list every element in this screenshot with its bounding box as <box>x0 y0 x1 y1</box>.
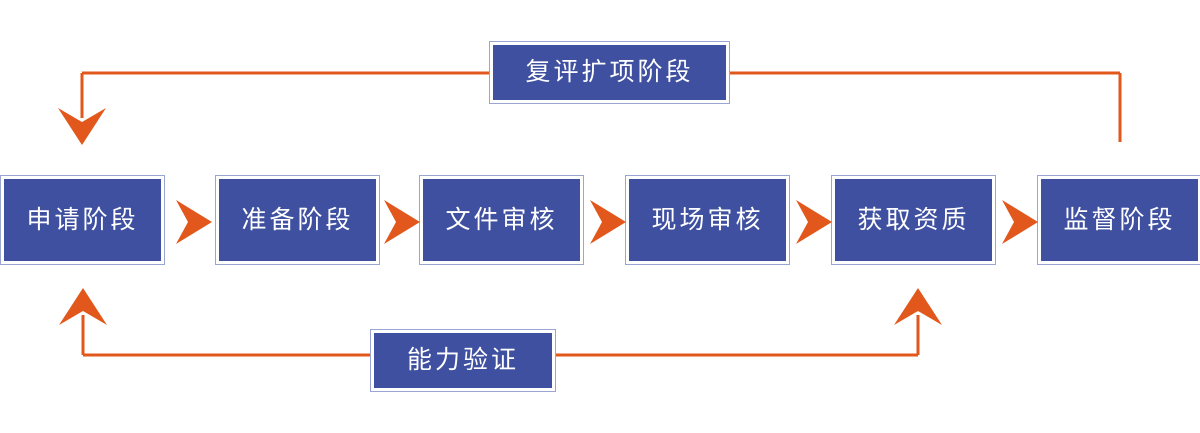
flow-step-2[interactable]: 准备阶段 <box>215 175 380 265</box>
flow-step-5-label: 获取资质 <box>857 205 970 234</box>
bottom-loop-label: 能力验证 <box>406 346 519 374</box>
flow-step-6[interactable]: 监督阶段 <box>1037 175 1200 265</box>
chevron-right-icon-2 <box>384 200 420 244</box>
arrow-down-icon <box>58 108 106 145</box>
bottom-loop-node[interactable]: 能力验证 <box>370 329 556 392</box>
flow-step-5[interactable]: 获取资质 <box>831 175 996 265</box>
flow-step-4[interactable]: 现场审核 <box>625 175 790 265</box>
flow-step-3-label: 文件审核 <box>445 205 558 234</box>
chevron-right-icon-5 <box>1002 200 1038 244</box>
flow-step-1-label: 申请阶段 <box>26 205 139 234</box>
top-loop-node[interactable]: 复评扩项阶段 <box>489 41 730 104</box>
arrow-up-icon-right <box>894 288 942 325</box>
flow-step-1[interactable]: 申请阶段 <box>0 175 165 265</box>
flow-step-6-label: 监督阶段 <box>1063 205 1176 234</box>
chevron-right-icon-3 <box>590 200 626 244</box>
flow-step-3[interactable]: 文件审核 <box>419 175 584 265</box>
top-loop-label: 复评扩项阶段 <box>525 58 694 86</box>
flow-step-2-label: 准备阶段 <box>241 205 354 234</box>
chevron-right-icon-4 <box>796 200 832 244</box>
arrow-up-icon-left <box>59 288 107 325</box>
flow-step-4-label: 现场审核 <box>651 205 764 234</box>
chevron-right-icon-1 <box>176 200 212 244</box>
